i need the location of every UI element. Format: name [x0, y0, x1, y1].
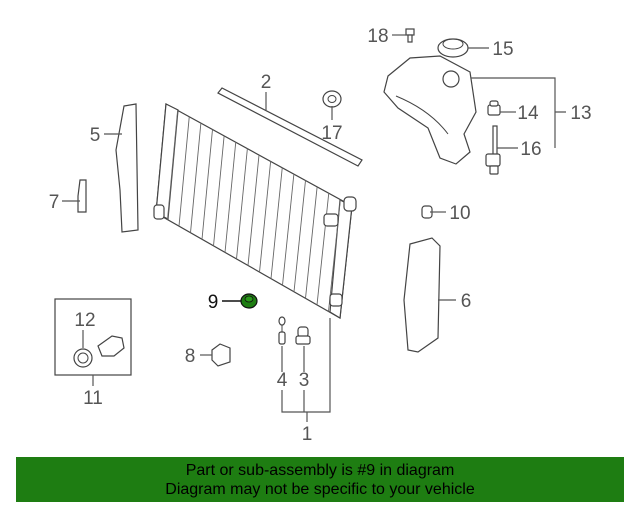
o-ring: [73, 348, 93, 368]
air-guide-left: [115, 103, 139, 233]
leader-lines: [62, 34, 566, 422]
highlighted-part-9[interactable]: [240, 293, 258, 309]
label-part-13: 13: [570, 103, 591, 124]
radiator-fin: [282, 174, 295, 286]
radiator-fin: [236, 148, 248, 259]
mount-bracket: [211, 343, 231, 367]
label-part-6: 6: [461, 291, 472, 312]
radiator-fin: [247, 154, 260, 266]
label-part-7: 7: [49, 192, 60, 213]
drain-valve: [295, 326, 311, 345]
callout-labels: 1 2 3 4 5 6 7 8 9 10 11 12 13 14 15 16 1…: [49, 26, 592, 445]
parts-diagram: 1 2 3 4 5 6 7 8 9 10 11 12 13 14 15 16 1…: [49, 26, 592, 445]
label-part-4: 4: [277, 370, 288, 391]
label-part-12: 12: [74, 310, 95, 331]
bracket: [77, 179, 87, 213]
label-part-2: 2: [261, 72, 272, 93]
expansion-tank: [383, 55, 477, 165]
label-part-10: 10: [449, 203, 470, 224]
label-part-11: 11: [83, 388, 103, 409]
label-part-18: 18: [367, 26, 388, 47]
air-guide-right: [403, 237, 441, 353]
seal-strip: [217, 87, 363, 167]
grommet: [322, 90, 342, 108]
radiator-fin: [305, 186, 318, 299]
label-part-8: 8: [185, 346, 196, 367]
expansion-tank-cap: [437, 38, 469, 58]
radiator-fin: [259, 161, 272, 273]
label-part-3: 3: [299, 370, 310, 391]
info-banner: Part or sub-assembly is #9 in diagram Di…: [16, 457, 624, 502]
radiator-fin: [270, 167, 283, 279]
radiator-fin: [167, 110, 179, 220]
radiator-fin: [190, 123, 202, 233]
banner-line-1: Part or sub-assembly is #9 in diagram: [185, 462, 455, 479]
label-part-14: 14: [517, 103, 539, 124]
label-part-9[interactable]: 9: [208, 292, 219, 313]
radiator-fin: [178, 116, 190, 227]
label-part-15: 15: [492, 39, 513, 60]
label-part-1: 1: [302, 424, 313, 445]
label-part-5: 5: [90, 125, 101, 146]
connector-pipe: [97, 335, 125, 357]
banner-line-2: Diagram may not be specific to your vehi…: [165, 481, 475, 498]
radiator-fin: [316, 193, 330, 305]
bolt: [405, 28, 415, 43]
pin: [278, 316, 286, 345]
radiator-fin: [293, 180, 306, 292]
level-sensor: [485, 125, 501, 175]
label-part-17: 17: [321, 123, 342, 144]
radiator-fin: [224, 142, 237, 253]
radiator-fin: [201, 129, 213, 240]
label-part-16: 16: [520, 139, 541, 160]
plug: [487, 100, 501, 116]
radiator-fin: [213, 135, 225, 246]
tank-filler-neck: [442, 70, 460, 88]
radiator: [153, 103, 357, 319]
